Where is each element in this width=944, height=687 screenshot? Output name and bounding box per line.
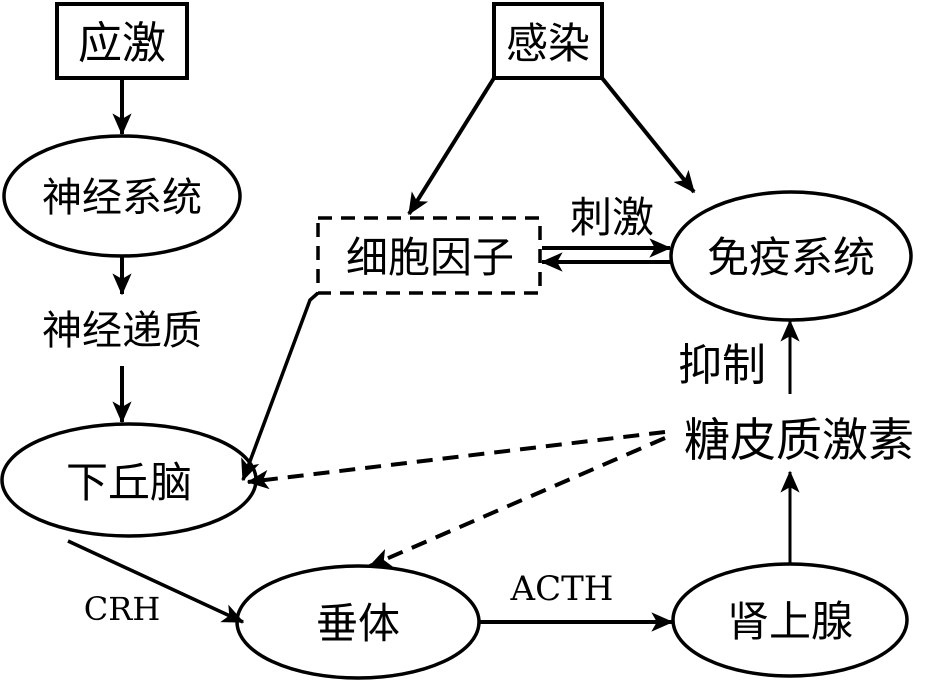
node-adrenal: 肾上腺 (671, 562, 909, 678)
stress-label: 应激 (78, 18, 166, 69)
infection-box (492, 2, 604, 80)
node-immune-system: 免疫系统 (669, 190, 913, 322)
hypothalamus-label: 下丘脑 (66, 458, 192, 507)
edge-infection-cytokines (407, 76, 496, 216)
infection-label: 感染 (506, 19, 590, 68)
node-pituitary: 垂体 (235, 564, 481, 680)
node-stress: 应激 (55, 2, 189, 80)
crh-label: CRH (84, 590, 160, 628)
node-nervous-system: 神经系统 (2, 134, 242, 258)
glucocorticoid-label: 糖皮质激素 (684, 413, 914, 467)
nervous-system-label: 神经系统 (42, 175, 202, 221)
adrenal-label: 肾上腺 (727, 597, 853, 646)
node-hypothalamus: 下丘脑 (0, 422, 258, 538)
neurotransmitter-label: 神经递质 (42, 308, 202, 354)
acth-label: ACTH (510, 569, 614, 609)
edge-infection-immune (600, 76, 696, 194)
stimulate-label: 刺激 (570, 193, 654, 242)
pituitary-label: 垂体 (316, 599, 400, 648)
cytokines-dashed-box (316, 216, 542, 295)
node-infection: 感染 (492, 2, 604, 80)
immune-system-label: 免疫系统 (707, 233, 875, 282)
edge-glucocorticoid-pituitary (368, 436, 666, 568)
edge-glucocorticoid-hypothalamus (246, 430, 666, 490)
cytokines-label: 细胞因子 (346, 233, 514, 282)
edge-cytokines-hypothalamus (241, 291, 320, 482)
node-cytokines: 细胞因子 (316, 216, 542, 295)
inhibit-label: 抑制 (678, 340, 766, 391)
edge-hypothalamus-pituitary (67, 539, 245, 624)
